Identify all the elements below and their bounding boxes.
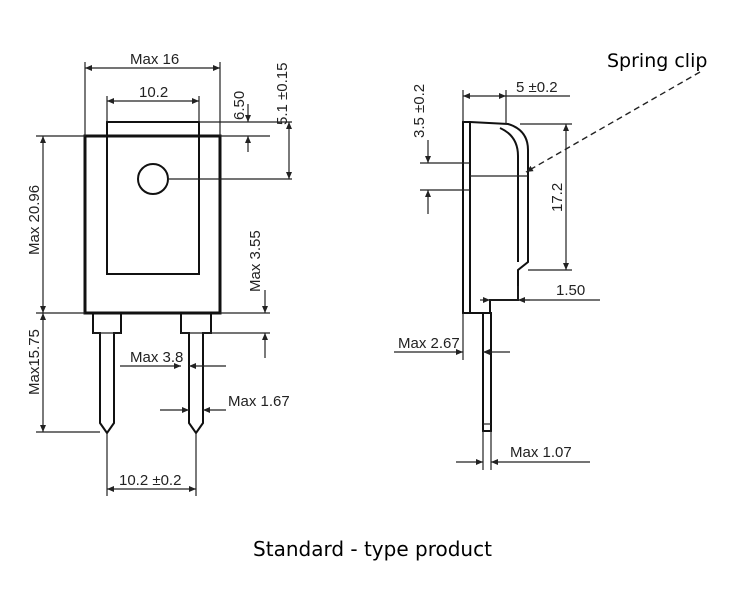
package-body: [83, 134, 222, 315]
dim-max-width: Max 16: [130, 51, 179, 68]
dim-lead-thickness: Max 1.07: [510, 444, 572, 461]
dim-body-depth: 5 ±0.2: [516, 79, 558, 96]
figure-caption: Standard - type product: [253, 537, 492, 561]
mounting-hole: [137, 163, 169, 195]
dim-lead-length: Max15.75: [26, 329, 43, 395]
dim-lead-pitch: 10.2 ±0.2: [119, 472, 181, 489]
lead-right: [180, 313, 212, 435]
dim-tab-width: 10.2: [139, 84, 168, 101]
dim-lead-offset: Max 2.67: [398, 335, 460, 352]
spring-clip: [499, 127, 519, 262]
dim-shoulder-height: Max 3.55: [247, 230, 264, 292]
dim-body-height: Max 20.96: [26, 185, 43, 255]
side-lead: [482, 312, 492, 432]
callout-leader: [525, 71, 701, 173]
side-view: 5 ±0.2 3.5 ±0.2 17.2 1.50 Max 2.67 Max 1…: [394, 50, 707, 470]
dim-tab-thickness: 1.50: [556, 282, 585, 299]
metal-tab: [106, 121, 200, 275]
dim-clip-height: 17.2: [549, 183, 566, 212]
dim-tab-height: 6.50: [231, 91, 248, 120]
front-view: Max 16 10.2 6.50 5.1 ±0.15 Max 20.96 Max…: [26, 51, 292, 496]
dim-hole-offset: 5.1 ±0.15: [274, 63, 291, 125]
dim-clip-offset: 3.5 ±0.2: [411, 84, 428, 138]
lead-left: [92, 313, 122, 435]
dim-lead-width: Max 1.67: [228, 393, 290, 410]
spring-clip-label: Spring clip: [607, 50, 707, 72]
dim-lead-gap: Max 3.8: [130, 349, 183, 366]
